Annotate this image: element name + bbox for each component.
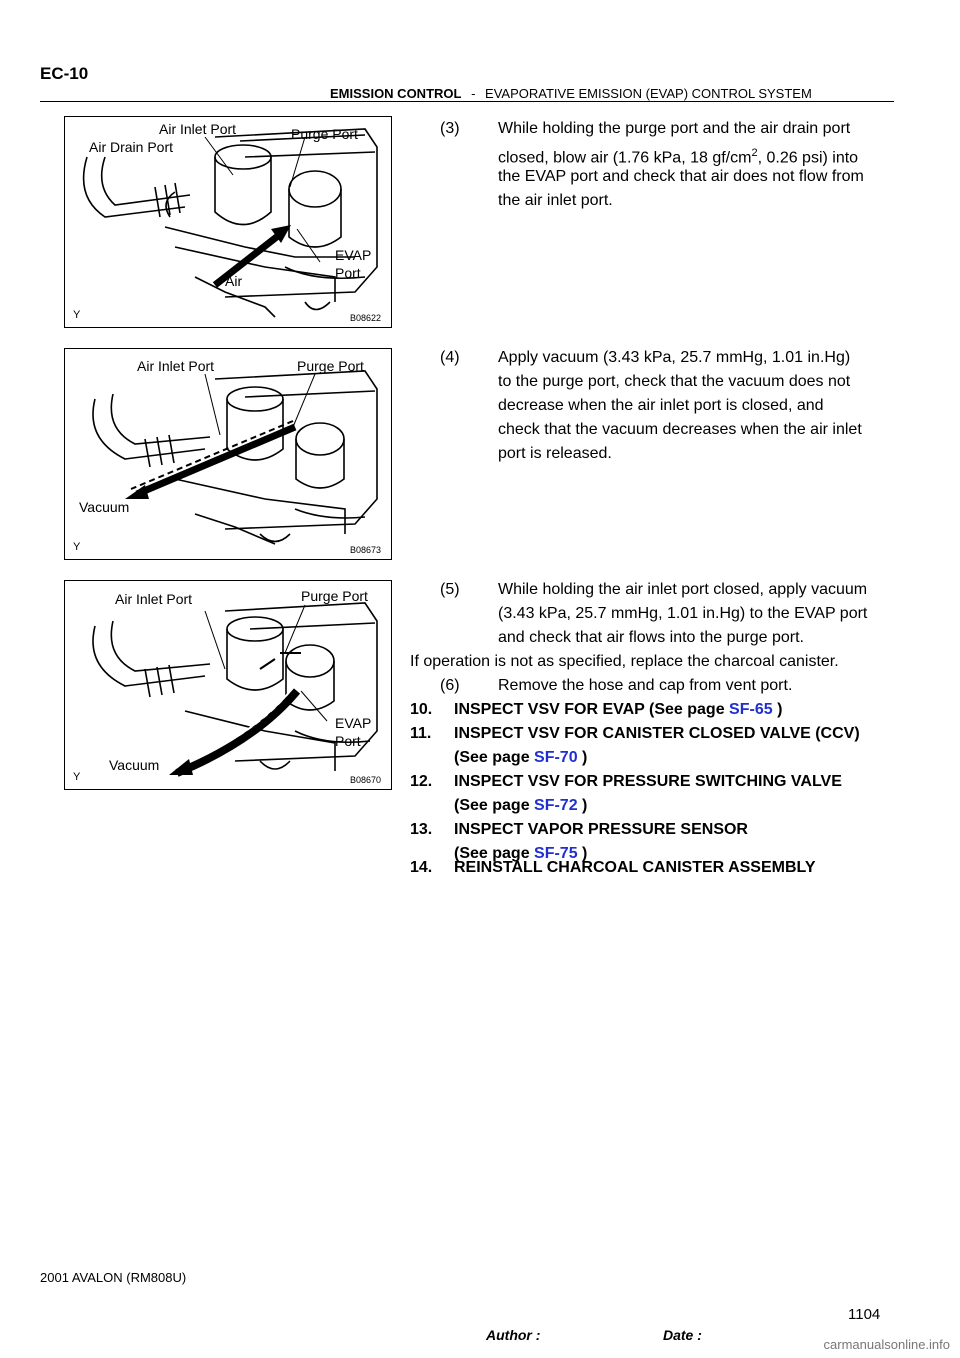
replace-note: If operation is not as specified, replac… xyxy=(410,653,839,670)
step-14-number: 14. xyxy=(410,859,433,876)
label-air-inlet-port: Air Inlet Port xyxy=(115,591,193,607)
step-6-number: (6) xyxy=(440,677,460,694)
step-3-line-2b: , 0.26 psi) into xyxy=(757,149,859,167)
step-10-tail: ) xyxy=(772,701,783,718)
step-3-number: (3) xyxy=(440,120,460,137)
subsection-title: EVAPORATIVE EMISSION (EVAP) CONTROL SYST… xyxy=(485,86,812,101)
step-4-number: (4) xyxy=(440,349,460,366)
step-5-line-3: and check that air flows into the purge … xyxy=(498,629,804,646)
section-separator: - xyxy=(471,86,476,101)
date-label: Date : xyxy=(663,1327,702,1343)
step-12-see: (See page xyxy=(454,797,535,814)
step-11-see: (See page xyxy=(454,749,535,766)
figure-code: B08622 xyxy=(350,313,382,323)
step-10-label: INSPECT VSV FOR EVAP (See page xyxy=(454,701,730,718)
page-number: 1104 xyxy=(848,1306,881,1323)
step-12-line-1: INSPECT VSV FOR PRESSURE SWITCHING VALVE xyxy=(454,773,842,790)
label-vacuum: Vacuum xyxy=(109,757,160,773)
step-3-line-3: the EVAP port and check that air does no… xyxy=(498,168,864,185)
step-13-tail: ) xyxy=(577,845,588,862)
step-4-line-2: to the purge port, check that the vacuum… xyxy=(498,373,851,390)
link-sf-72[interactable]: SF-72 xyxy=(534,797,578,814)
step-3-line-2: closed, blow air (1.76 kPa, 18 gf/cm2, 0… xyxy=(498,141,858,170)
step-13-see: (See page xyxy=(454,845,535,862)
figure-b08622: Air Inlet Port Air Drain Port Purge Port… xyxy=(64,116,392,328)
figure-b08673: Air Inlet Port Purge Port Vacuum Y B0867… xyxy=(64,348,392,560)
author-label: Author : xyxy=(486,1327,541,1343)
figure-y-mark: Y xyxy=(73,771,81,783)
link-sf-70[interactable]: SF-70 xyxy=(534,749,578,766)
step-3-line-1: While holding the purge port and the air… xyxy=(498,120,851,137)
label-port: Port xyxy=(335,733,361,749)
section-title: EMISSION CONTROL xyxy=(330,86,462,101)
figure-b08670: Air Inlet Port Purge Port EVAP Port Vacu… xyxy=(64,580,392,790)
link-sf-65[interactable]: SF-65 xyxy=(729,701,773,718)
step-11-number: 11. xyxy=(410,725,432,742)
page-code: EC-10 xyxy=(40,64,89,83)
canister-illustration-3 xyxy=(92,602,378,777)
step-4-line-4: check that the vacuum decreases when the… xyxy=(498,421,862,438)
link-sf-75[interactable]: SF-75 xyxy=(534,845,578,862)
label-vacuum: Vacuum xyxy=(79,499,130,515)
header-rule xyxy=(40,101,894,102)
step-10-text: INSPECT VSV FOR EVAP (See page SF-65 ) xyxy=(454,698,782,722)
label-port: Port xyxy=(335,265,361,281)
watermark: carmanualsonline.info xyxy=(823,1337,950,1352)
step-4-line-5: port is released. xyxy=(498,445,612,462)
step-13-line-2: (See page SF-75 ) xyxy=(454,842,587,866)
step-13-number: 13. xyxy=(410,821,433,838)
label-purge-port: Purge Port xyxy=(297,358,364,374)
figure-code: B08673 xyxy=(350,545,382,555)
label-purge-port: Purge Port xyxy=(301,588,368,604)
step-5-number: (5) xyxy=(440,581,460,598)
figure-y-mark: Y xyxy=(73,541,81,553)
step-14-text: REINSTALL CHARCOAL CANISTER ASSEMBLY xyxy=(454,859,816,876)
step-11-line-2: (See page SF-70 ) xyxy=(454,746,587,770)
step-12-line-2: (See page SF-72 ) xyxy=(454,794,587,818)
label-purge-port: Purge Port xyxy=(291,126,358,142)
step-3-line-2a: closed, blow air (1.76 kPa, 18 gf/cm xyxy=(498,149,752,167)
step-3-line-4: the air inlet port. xyxy=(498,192,613,209)
step-11-tail: ) xyxy=(577,749,588,766)
label-air: Air xyxy=(225,273,243,289)
figure-y-mark: Y xyxy=(73,309,81,321)
step-3-superscript: 2 xyxy=(751,147,758,159)
step-12-tail: ) xyxy=(577,797,588,814)
step-11-line-1: INSPECT VSV FOR CANISTER CLOSED VALVE (C… xyxy=(454,725,860,742)
step-10-number: 10. xyxy=(410,701,433,718)
step-13-line-1: INSPECT VAPOR PRESSURE SENSOR xyxy=(454,821,748,838)
label-air-inlet-port: Air Inlet Port xyxy=(137,358,215,374)
step-4-line-1: Apply vacuum (3.43 kPa, 25.7 mmHg, 1.01 … xyxy=(498,349,851,366)
step-12-number: 12. xyxy=(410,773,433,790)
step-5-line-2: (3.43 kPa, 25.7 mmHg, 1.01 in.Hg) to the… xyxy=(498,605,868,622)
step-6-text: Remove the hose and cap from vent port. xyxy=(498,677,793,694)
step-4-line-3: decrease when the air inlet port is clos… xyxy=(498,397,824,414)
footer-model: 2001 AVALON (RM808U) xyxy=(40,1270,187,1285)
label-evap: EVAP xyxy=(335,715,372,731)
label-air-drain-port: Air Drain Port xyxy=(89,139,174,155)
label-evap: EVAP xyxy=(335,247,372,263)
label-air-inlet-port: Air Inlet Port xyxy=(159,121,237,137)
figure-code: B08670 xyxy=(350,775,382,785)
canister-illustration-2 xyxy=(92,370,378,545)
section-header: EMISSION CONTROL - EVAPORATIVE EMISSION … xyxy=(330,86,812,101)
step-5-line-1: While holding the air inlet port closed,… xyxy=(498,581,868,598)
canister-illustration-1 xyxy=(82,128,378,318)
